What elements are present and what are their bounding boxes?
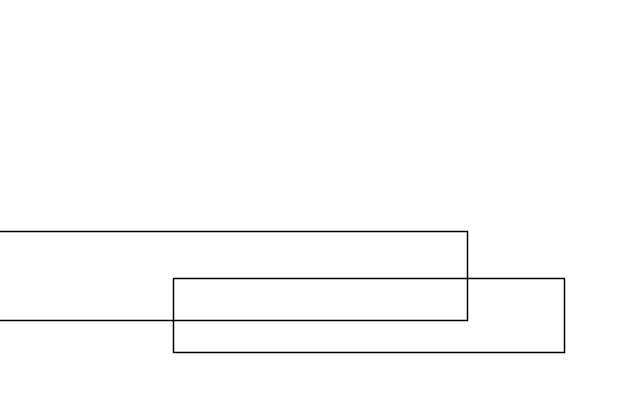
rectangle-left (0, 230, 469, 322)
rectangle-right (172, 277, 566, 354)
